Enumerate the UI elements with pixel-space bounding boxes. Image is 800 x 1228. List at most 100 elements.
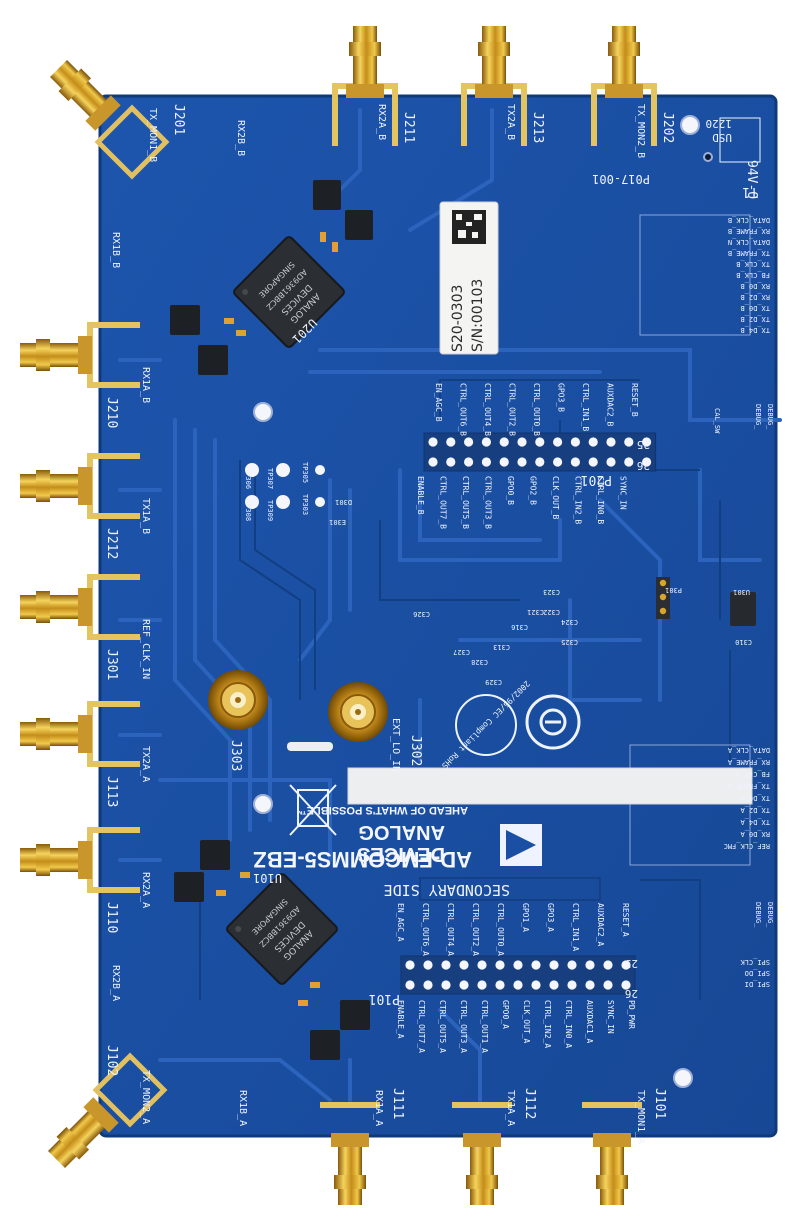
header-pin [570, 437, 581, 447]
component-ref-label: U301 [733, 588, 750, 596]
adi-logo-icon [500, 824, 542, 866]
header-pin [446, 457, 456, 467]
right-edge-label: RX_D0_A [740, 830, 770, 838]
conn-ref-j213: J213 [530, 112, 545, 143]
p201-pin-a: 25 [637, 438, 650, 451]
header-pin [570, 457, 581, 467]
sma-j211 [332, 26, 398, 146]
spi-label: SPI_DI [745, 980, 770, 988]
header-signal-label: CTRL_OUT1_A [480, 1000, 489, 1053]
header-pin [606, 457, 616, 467]
left-sma-connectors [20, 322, 140, 893]
header-pin [621, 980, 631, 990]
rating-94v0: 94V-O [744, 160, 759, 199]
conn-signal-j113: TX2A_A [140, 746, 151, 782]
p101-pin-b: 26 [625, 987, 638, 1000]
sma-j213 [461, 26, 527, 146]
conn-ref-j303: J303 [228, 740, 243, 771]
conn-signal-j202: TX_MON2_B [635, 104, 646, 158]
right-edge-label: TX_FRAME_B [728, 249, 770, 257]
header-signal-label: CTRL_IN1_B [581, 383, 590, 431]
component-ref-label: C321 [527, 608, 544, 616]
right-labels-bottom: DATA_CLK_ARX_FRAME_AFB_CLK_ATX_FRAME_ATX… [724, 746, 770, 850]
right-edge-label: TX_D4_B [740, 326, 770, 334]
header-pin [567, 980, 577, 990]
header-signal-label: SYNC_IN [606, 1000, 615, 1034]
header-signal-label: ENABLE_B [416, 476, 425, 515]
conn-signal-j201: TX_MON1_B [147, 108, 158, 162]
header-pin [513, 980, 523, 990]
conn-signal-j110: RX2A_A [140, 872, 151, 908]
header-pin [495, 980, 505, 990]
header-signal-label: AUXDAC2_A [596, 903, 605, 947]
right-edge-label: FB_CLK_B [736, 271, 770, 279]
header-pin [603, 980, 613, 990]
header-signal-label: CTRL_OUT0_A [496, 903, 505, 956]
conn-signal-j302: EXT_LO_IN [390, 718, 401, 772]
p201-pin-b: 26 [637, 459, 650, 472]
header-pin [464, 437, 474, 447]
conn-ref-j112: J112 [522, 1088, 537, 1119]
component-ref-label: D301 [335, 498, 352, 506]
debug-label: DEBUG_ [754, 404, 762, 430]
spi-label: SPI_DO [745, 969, 770, 977]
header-pin [423, 980, 433, 990]
header-pin [549, 960, 559, 970]
header-signal-label: CTRL_IN1_A [571, 903, 580, 951]
header-signal-label: CTRL_OUT7_A [417, 1000, 426, 1053]
test-points [245, 463, 325, 509]
right-component-field [629, 214, 751, 866]
header-pin [481, 457, 491, 467]
conn-ref-j111: J111 [390, 1088, 405, 1119]
header-pin [495, 960, 505, 970]
conn-ref-j113: J113 [104, 776, 119, 807]
label-rx2b-b: RX2B_B [235, 120, 246, 156]
component-ref-label: C313 [493, 643, 510, 651]
header-pin [603, 960, 613, 970]
u101-ref: U101 [253, 871, 282, 885]
header-pin [531, 960, 541, 970]
right-edge-label: FB_CLK_A [735, 770, 770, 778]
header-pin [481, 437, 491, 447]
right-edge-label: RX_D2_B [740, 293, 770, 301]
rating-usd: USD [712, 131, 732, 144]
header-signal-label: EN_AGC_A [396, 903, 405, 942]
sma-j301 [20, 574, 140, 640]
header-signal-label: GPO0_B [506, 476, 515, 505]
header-pin [441, 960, 451, 970]
cal-label: CAL_SW [713, 408, 721, 434]
brand-line2: DEVICES [357, 843, 445, 865]
conn-ref-j301: J301 [104, 649, 119, 680]
product-name: AD-FMCOMMS5-EBZ [253, 847, 472, 872]
right-edge-label: RX_D0_B [740, 282, 770, 290]
header-pin [585, 960, 595, 970]
header-pin [423, 960, 433, 970]
header-signal-label: CTRL_IN2_B [574, 476, 583, 524]
conn-signal-j101: TX_MON1_A [635, 1090, 646, 1144]
ic-u201 [233, 236, 345, 348]
header-signal-label: GPO1_A [521, 903, 530, 932]
right-debug-labels: DEBUG_DEBUG_DEBUG_DEBUG_SPI_CLKSPI_DOSPI… [713, 404, 774, 988]
conn-ref-j102: J102 [104, 1045, 119, 1076]
conn-ref-j101: J101 [652, 1088, 667, 1119]
header-pin [549, 980, 559, 990]
weee-bin-icon [289, 784, 337, 836]
sma-j113 [20, 701, 140, 767]
component-ref-label: C326 [413, 610, 430, 618]
right-edge-label: DATA_CLK_B [728, 216, 770, 224]
header-signal-label: SYNC_IN [619, 476, 628, 510]
right-edge-label: TX_FRAME_A [727, 782, 770, 790]
right-edge-label: DATA_CLK_A [727, 746, 770, 754]
header-pin [477, 980, 487, 990]
header-signal-label: CTRL_OUT7_B [439, 476, 448, 529]
header-signal-label: ENABLE_A [396, 1000, 405, 1039]
header-p101-pins [400, 955, 636, 995]
header-pin [405, 980, 415, 990]
header-signal-label: CTRL_OUT4_B [483, 383, 492, 436]
blank-label-strip [347, 767, 753, 805]
component-ref-label: E301 [329, 518, 346, 526]
header-pin [446, 437, 456, 447]
header-signal-label: GPO3_B [557, 383, 566, 412]
right-labels-top: DATA_CLK_BRX_FRAME_BDATA_CLK_NTX_FRAME_B… [728, 216, 770, 334]
